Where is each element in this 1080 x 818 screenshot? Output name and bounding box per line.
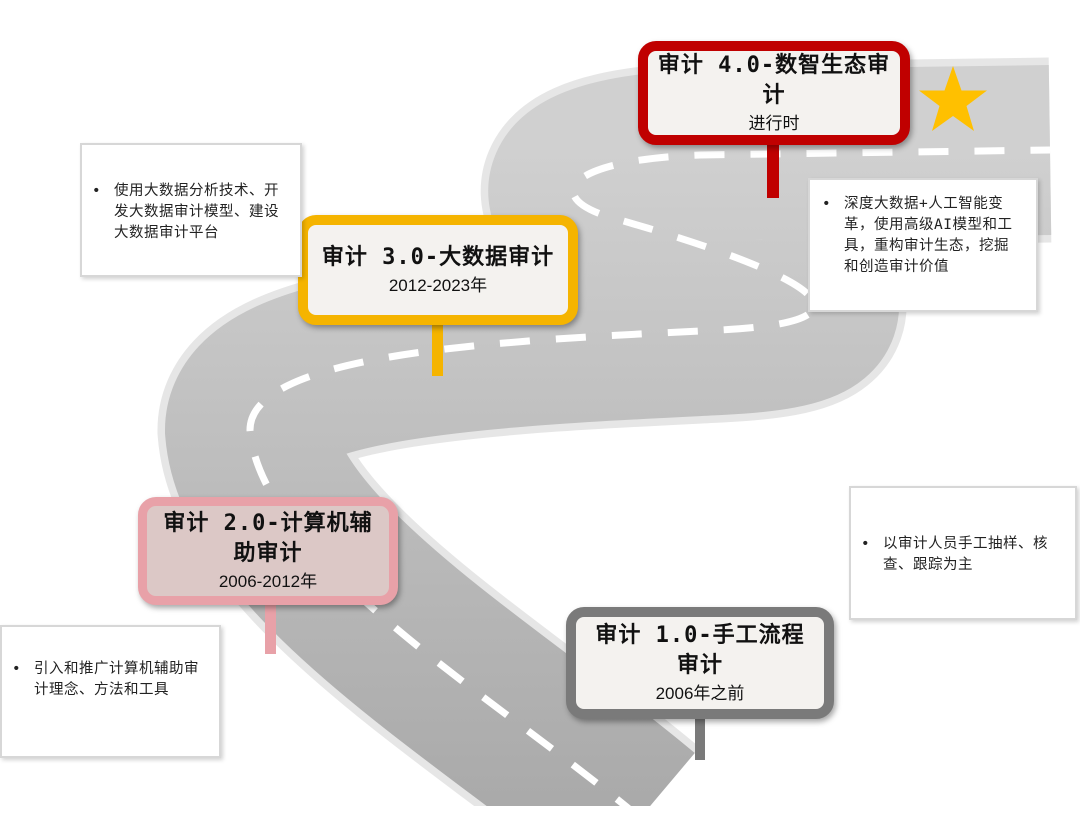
stage-4-note-item: 深度大数据+人工智能变革，使用高级AI模型和工具，重构审计生态，挖掘和创造审计价… xyxy=(818,194,1022,278)
stage-1-note-item: 以审计人员手工抽样、核查、跟踪为主 xyxy=(857,534,1067,576)
stage-1-title: 审计 1.0-手工流程审计 xyxy=(595,623,805,678)
stage-2-period: 2006-2012年 xyxy=(218,572,318,591)
star-icon xyxy=(919,66,987,131)
stage-2-title: 审计 2.0-计算机辅助审计 xyxy=(163,511,373,566)
stage-2-signpost xyxy=(265,598,276,654)
stage-4-period: 进行时 xyxy=(748,114,800,133)
stage-3-signpost xyxy=(432,318,443,376)
stage-3-note: 使用大数据分析技术、开发大数据审计模型、建设大数据审计平台 xyxy=(80,143,302,277)
road-center-line xyxy=(246,146,1051,818)
stage-2-note: 引入和推广计算机辅助审计理念、方法和工具 xyxy=(0,625,221,758)
stage-1-note: 以审计人员手工抽样、核查、跟踪为主 xyxy=(849,486,1077,620)
stage-3-title: 审计 3.0-大数据审计 xyxy=(321,245,555,270)
stage-2-note-item: 引入和推广计算机辅助审计理念、方法和工具 xyxy=(8,659,205,701)
stage-3-period: 2012-2023年 xyxy=(388,276,488,295)
stage-4-sign: 审计 4.0-数智生态审计 进行时 xyxy=(638,41,910,145)
stage-2-sign: 审计 2.0-计算机辅助审计 2006-2012年 xyxy=(138,497,398,605)
stage-3-sign: 审计 3.0-大数据审计 2012-2023年 xyxy=(298,215,578,325)
road-fade-bottom xyxy=(0,806,1080,818)
stage-4-signpost xyxy=(767,140,779,198)
stage-3-note-item: 使用大数据分析技术、开发大数据审计模型、建设大数据审计平台 xyxy=(88,181,290,244)
stage-1-signpost xyxy=(695,712,705,760)
stage-1-sign: 审计 1.0-手工流程审计 2006年之前 xyxy=(566,607,834,719)
stage-4-title: 审计 4.0-数智生态审计 xyxy=(657,53,891,108)
stage-4-note: 深度大数据+人工智能变革，使用高级AI模型和工具，重构审计生态，挖掘和创造审计价… xyxy=(808,178,1038,312)
stage-1-period: 2006年之前 xyxy=(655,684,745,703)
